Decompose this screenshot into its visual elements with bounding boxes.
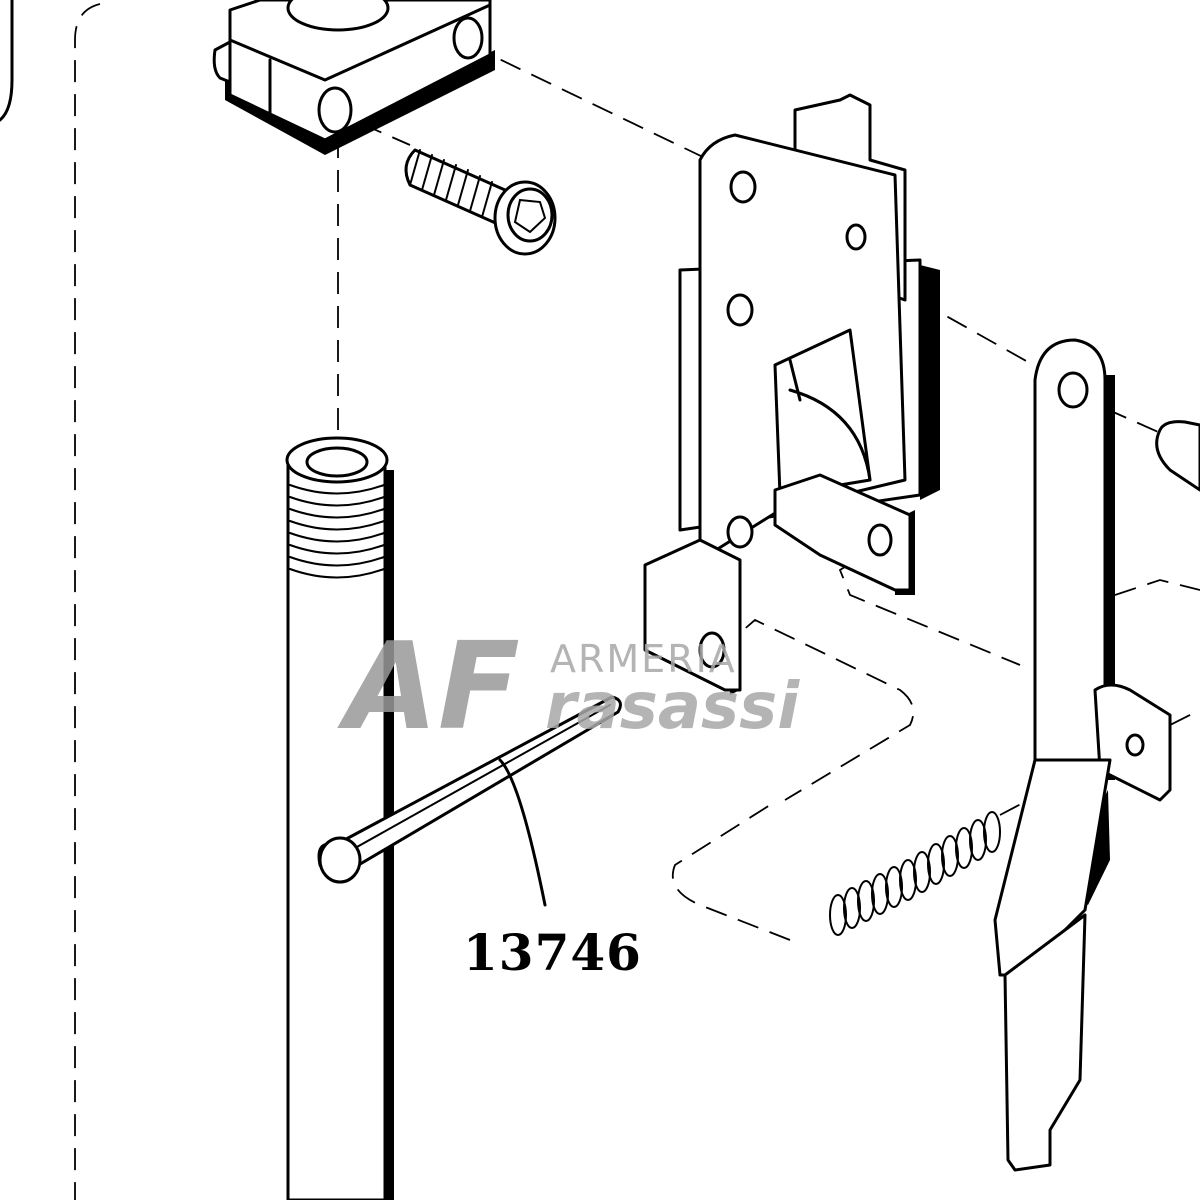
mounting-bracket [643,93,940,695]
watermark-brand-top: ARMERIA [550,637,737,681]
part-leader-line [498,758,547,907]
watermark-logo-letters: AF [337,618,520,757]
lever-arm [993,338,1200,1172]
watermark-brand-bottom: rasassi [545,670,800,744]
clamp-block [212,0,495,155]
compression-spring [829,811,1001,936]
frame-edge [0,0,101,1200]
threaded-rod [285,436,394,1200]
cotter-pin [317,695,622,884]
watermark-logo: AF ARMERIA rasassi [337,618,800,757]
part-number-label: 13746 [463,923,642,982]
cap-screw [404,148,557,256]
